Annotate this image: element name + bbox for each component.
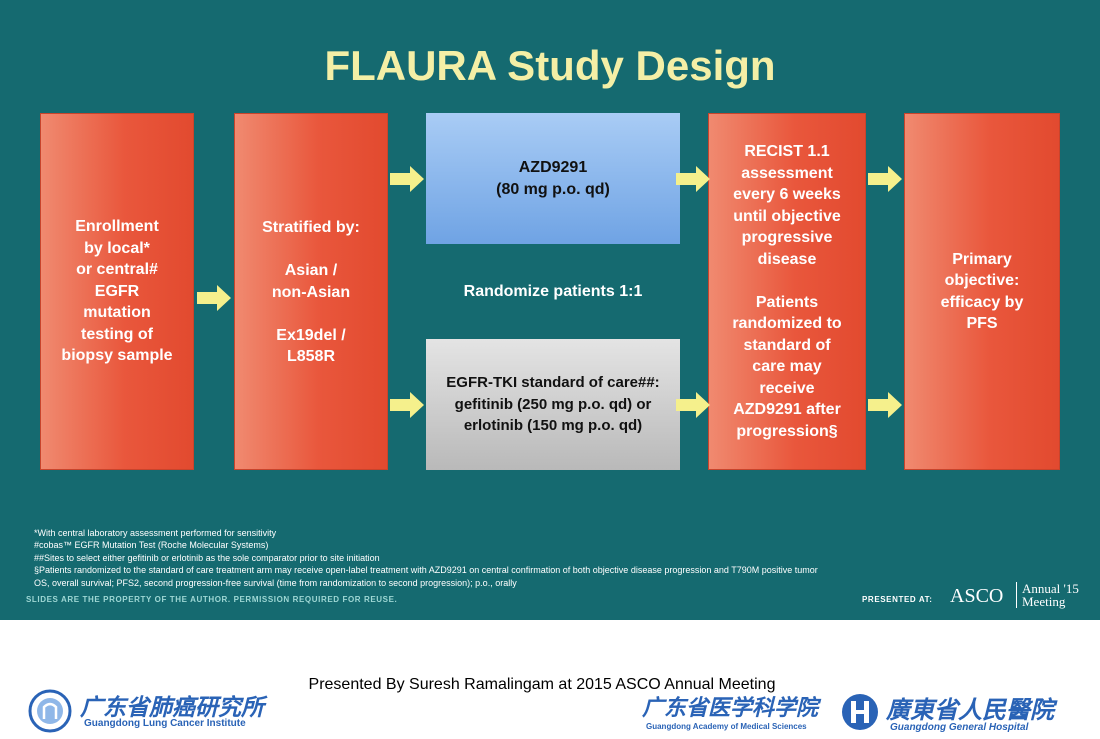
footnote: OS, overall survival; PFS2, second progr… xyxy=(34,577,517,588)
randomize-label: Randomize patients 1:1 xyxy=(463,283,643,300)
hospital-name-en: Guangdong General Hospital xyxy=(890,722,1029,733)
arrow-right-icon xyxy=(390,392,424,418)
stratified-box: Stratified by: Asian / non-Asian Ex19del… xyxy=(234,113,388,470)
recist-box: RECIST 1.1 assessment every 6 weeks unti… xyxy=(708,113,866,470)
enrollment-box: Enrollment by local* or central# EGFR mu… xyxy=(40,113,194,470)
meeting-line: Meeting xyxy=(1022,594,1066,609)
egfr-tki-arm-text: EGFR-TKI standard of care##: gefitinib (… xyxy=(446,374,660,435)
arrow-right-icon xyxy=(868,166,902,192)
academy-name-en: Guangdong Academy of Medical Sciences xyxy=(646,722,807,731)
arrow-right-icon xyxy=(676,392,710,418)
recist-text: RECIST 1.1 assessment every 6 weeks unti… xyxy=(732,143,842,440)
footnote: #cobas™ EGFR Mutation Test (Roche Molecu… xyxy=(34,540,269,551)
presented-at-label: PRESENTED AT: xyxy=(862,595,933,604)
arrow-right-icon xyxy=(197,285,231,311)
azd9291-arm-text: AZD9291 (80 mg p.o. qd) xyxy=(496,159,610,198)
asco-logo: ASCO xyxy=(950,585,1004,607)
hospital-name-cn: 廣東省人民醫院 xyxy=(886,696,1054,724)
primary-objective-text: Primary objective: efficacy by PFS xyxy=(940,250,1024,333)
lung-cancer-institute-logo: 广东省肺癌研究所 Guangdong Lung Cancer Institute xyxy=(28,688,278,734)
annual-line: Annual '15 xyxy=(1022,581,1079,596)
slide-title: FLAURA Study Design xyxy=(324,42,776,89)
institute-name-cn: 广东省肺癌研究所 xyxy=(80,695,264,721)
property-notice: SLIDES ARE THE PROPERTY OF THE AUTHOR. P… xyxy=(26,595,398,604)
arrow-right-icon xyxy=(390,166,424,192)
footnote: §Patients randomized to the standard of … xyxy=(34,565,818,576)
arrow-right-icon xyxy=(676,166,710,192)
academy-logo: 广东省医学科学院 Guangdong Academy of Medical Sc… xyxy=(636,690,836,736)
presented-by-caption: Presented By Suresh Ramalingam at 2015 A… xyxy=(308,676,776,693)
footnote: *With central laboratory assessment perf… xyxy=(34,528,277,538)
egfr-tki-arm-box: EGFR-TKI standard of care##: gefitinib (… xyxy=(426,339,680,470)
general-hospital-logo: 廣東省人民醫院 Guangdong General Hospital xyxy=(840,690,1080,736)
institute-name-en: Guangdong Lung Cancer Institute xyxy=(84,718,246,729)
slide: FLAURA Study Design Enrollment by local*… xyxy=(0,0,1100,620)
hospital-emblem-icon xyxy=(842,694,878,730)
enrollment-text: Enrollment by local* or central# EGFR mu… xyxy=(61,218,173,365)
academy-name-cn: 广东省医学科学院 xyxy=(642,696,819,721)
institute-emblem-icon xyxy=(28,689,72,733)
footnote: ##Sites to select either gefitinib or er… xyxy=(34,552,380,563)
annual-meeting-logo: Annual '15 Meeting xyxy=(1016,582,1079,608)
azd9291-arm-box: AZD9291 (80 mg p.o. qd) xyxy=(426,113,680,244)
arrow-right-icon xyxy=(868,392,902,418)
primary-objective-box: Primary objective: efficacy by PFS xyxy=(904,113,1060,470)
stratified-text: Stratified by: Asian / non-Asian Ex19del… xyxy=(262,219,360,365)
footnotes: *With central laboratory assessment perf… xyxy=(34,527,994,589)
